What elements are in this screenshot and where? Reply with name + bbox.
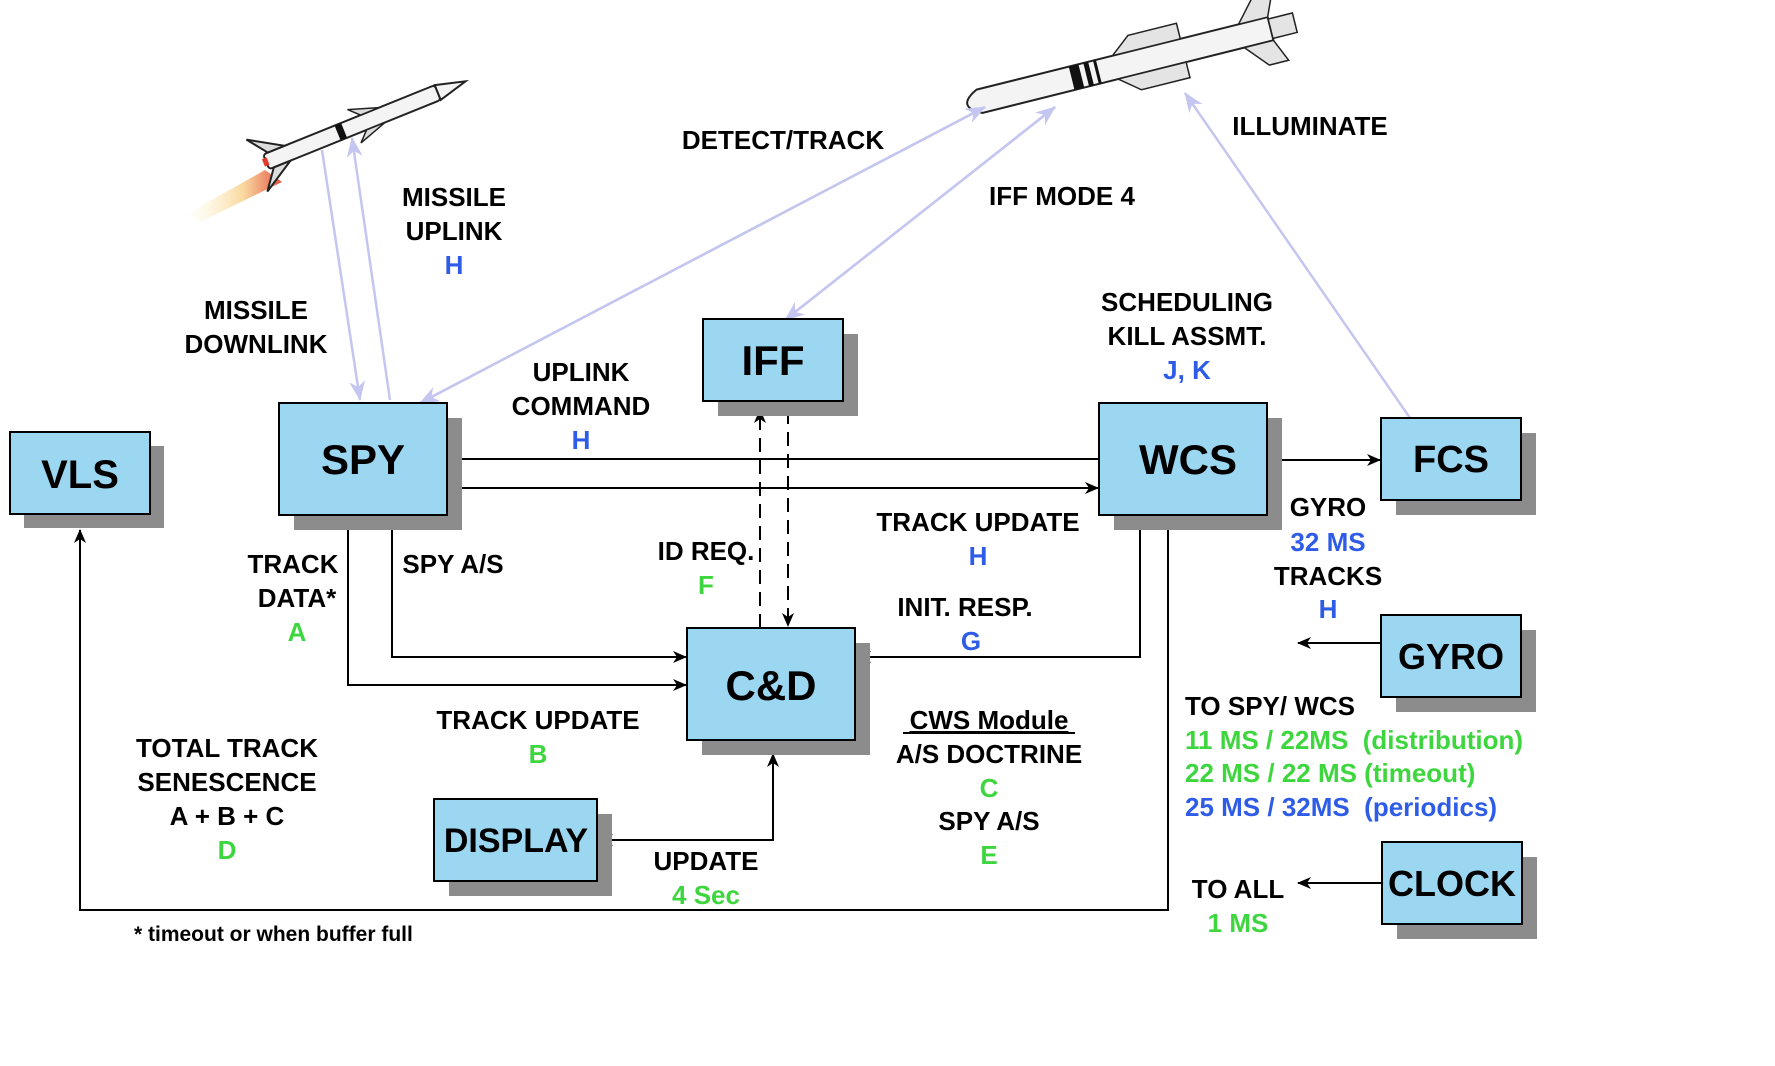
to-all-label: TO ALL <box>1192 874 1285 904</box>
gyro-rates: TO SPY/ WCS 11 MS / 22MS (distribution) … <box>1185 691 1523 822</box>
wcs-label: WCS <box>1139 436 1237 483</box>
missile-uplink-line2: UPLINK <box>406 216 503 246</box>
as-doctrine-label: A/S DOCTRINE <box>896 739 1082 769</box>
wcs-to-vls-arrow <box>74 516 1169 911</box>
fcs-label: FCS <box>1413 439 1489 481</box>
missile-uplink-line1: MISSILE <box>402 182 506 212</box>
to-spy-wcs-label: TO SPY/ WCS <box>1185 691 1355 721</box>
spy-label: SPY <box>321 436 405 483</box>
cd-box: C&D <box>686 627 870 755</box>
vls-box: VLS <box>9 431 164 528</box>
track-update-cd-code: B <box>529 739 548 769</box>
gyro-tracks-line1: GYRO <box>1290 492 1367 522</box>
wireless-links <box>320 92 1412 419</box>
senescence-line3: A + B + C <box>170 801 285 831</box>
labels: MISSILE UPLINK H MISSILE DOWNLINK DETECT… <box>136 111 1388 938</box>
gyro-tracks-code: H <box>1319 594 1338 624</box>
cd-init-resp-to-wcs-arrow <box>857 516 1141 663</box>
vls-label: VLS <box>41 453 119 497</box>
rate-timeout: 22 MS / 22 MS (timeout) <box>1185 758 1475 788</box>
footnote: * timeout or when buffer full <box>134 923 413 946</box>
wcs-box: WCS <box>1098 402 1282 530</box>
track-update-wcs-code: H <box>969 541 988 571</box>
id-req-code: F <box>698 570 714 600</box>
update-rate: 4 Sec <box>672 880 740 910</box>
fcs-box: FCS <box>1380 417 1536 515</box>
display-label: DISPLAY <box>444 822 589 860</box>
missile-uplink-link <box>346 137 392 401</box>
scheduling-code: J, K <box>1163 355 1211 385</box>
uplink-command-line2: COMMAND <box>512 391 651 421</box>
scheduling-line2: KILL ASSMT. <box>1108 321 1267 351</box>
track-update-cd-label: TRACK UPDATE <box>436 705 639 735</box>
uplink-command-line1: UPLINK <box>533 357 630 387</box>
illuminate-link <box>1183 92 1412 419</box>
init-resp-label: INIT. RESP. <box>897 592 1032 622</box>
iff-label: IFF <box>742 337 805 384</box>
scheduling-line1: SCHEDULING <box>1101 287 1273 317</box>
id-req-label: ID REQ. <box>658 536 755 566</box>
detect-track-label: DETECT/TRACK <box>682 125 884 155</box>
launched-missile-image <box>185 79 470 222</box>
to-all-rate: 1 MS <box>1208 908 1269 938</box>
missile-downlink-line1: MISSILE <box>204 295 308 325</box>
update-label: UPDATE <box>654 846 759 876</box>
track-data-code: A <box>288 617 307 647</box>
display-box: DISPLAY <box>433 798 612 896</box>
spy-as-2-label: SPY A/S <box>938 806 1039 836</box>
iff-mode4-link-return <box>784 106 1056 321</box>
clock-label: CLOCK <box>1388 863 1516 904</box>
spy-as-to-cd-arrow <box>391 514 687 663</box>
spy-box: SPY <box>278 402 462 530</box>
track-data-line2: DATA* <box>258 583 337 613</box>
missile-uplink-code: H <box>445 250 464 280</box>
spy-as-2-code: E <box>980 840 997 870</box>
gyro-tracks-rate: 32 MS <box>1290 527 1365 557</box>
target-missile-image <box>966 0 1299 114</box>
gyro-label: GYRO <box>1398 636 1504 677</box>
iff-box: IFF <box>702 318 858 416</box>
senescence-line2: SENESCENCE <box>137 767 316 797</box>
detect-track-link-return <box>419 105 986 405</box>
cd-display-update-link <box>599 754 774 846</box>
missile-downlink-line2: DOWNLINK <box>185 329 328 359</box>
gyro-box: GYRO <box>1380 614 1536 712</box>
track-data-line1: TRACK <box>248 549 339 579</box>
as-doctrine-code: C <box>980 773 999 803</box>
spy-as-label: SPY A/S <box>402 549 503 579</box>
missile-downlink-link <box>320 149 366 401</box>
cd-label: C&D <box>726 662 817 709</box>
clock-box: CLOCK <box>1381 841 1537 939</box>
cws-module-label: CWS Module <box>910 705 1069 735</box>
uplink-command-code: H <box>572 425 591 455</box>
track-data-to-cd-arrow <box>347 514 687 691</box>
senescence-code: D <box>218 835 237 865</box>
rate-distribution: 11 MS / 22MS (distribution) <box>1185 725 1523 755</box>
init-resp-code: G <box>961 626 981 656</box>
track-update-wcs-label: TRACK UPDATE <box>876 507 1079 537</box>
iff-mode4-label: IFF MODE 4 <box>989 181 1135 211</box>
rate-periodics: 25 MS / 32MS (periodics) <box>1185 792 1497 822</box>
senescence-line1: TOTAL TRACK <box>136 733 318 763</box>
gyro-tracks-line2: TRACKS <box>1274 561 1382 591</box>
illuminate-label: ILLUMINATE <box>1232 111 1388 141</box>
